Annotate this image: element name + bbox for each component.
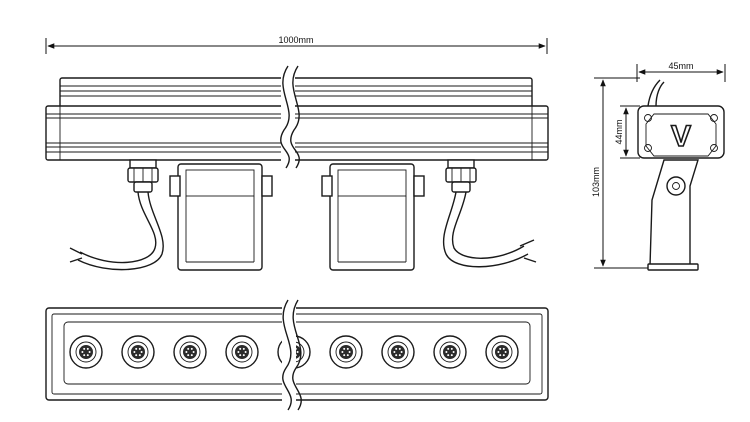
led-module bbox=[485, 335, 519, 369]
length-label: 1000mm bbox=[278, 35, 313, 45]
led-module bbox=[69, 335, 103, 369]
left-cable-gland bbox=[69, 159, 164, 271]
body-height-label: 44mm bbox=[614, 119, 624, 144]
left-bracket bbox=[169, 163, 273, 271]
right-bracket bbox=[321, 163, 425, 271]
length-dimension: 1000mm bbox=[45, 35, 548, 54]
led-module bbox=[225, 335, 259, 369]
led-module bbox=[173, 335, 207, 369]
side-view bbox=[45, 65, 549, 271]
end-view: 45mm 44mm 103mm V bbox=[591, 61, 726, 271]
logo-letter: V bbox=[671, 120, 691, 153]
led-module bbox=[433, 335, 467, 369]
led-module bbox=[121, 335, 155, 369]
led-module bbox=[329, 335, 363, 369]
total-height-label: 103mm bbox=[591, 167, 601, 197]
width-label: 45mm bbox=[668, 61, 693, 71]
front-view bbox=[45, 299, 549, 411]
right-cable-gland bbox=[442, 159, 537, 268]
led-module bbox=[381, 335, 415, 369]
